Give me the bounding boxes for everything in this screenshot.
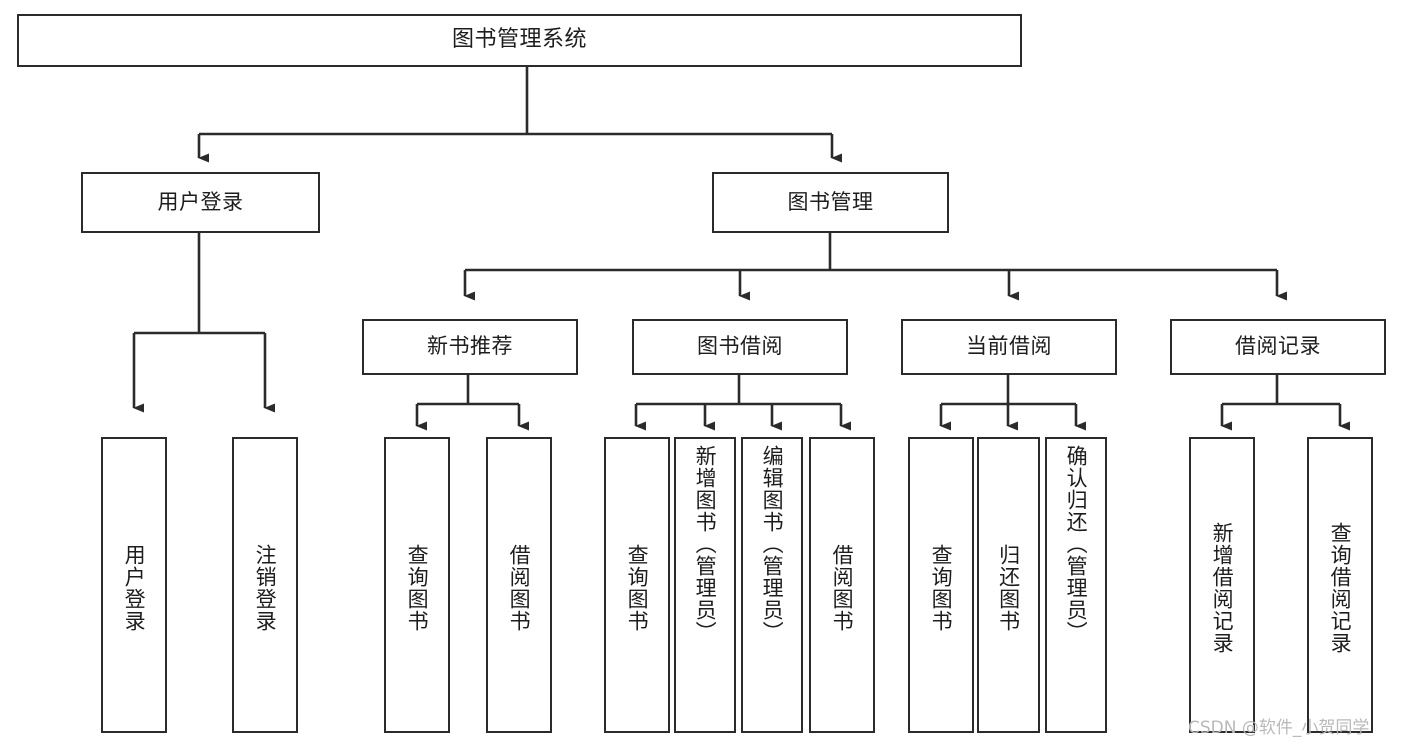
vertical-text-wrap: 查询图书 (929, 445, 953, 731)
node-leaf-return-book[interactable]: 归还图书 (977, 437, 1040, 733)
vertical-text-wrap: 用户登录 (122, 445, 146, 731)
vertical-text-wrap: 注销登录 (253, 445, 277, 731)
node-label: 查询图书 (929, 544, 954, 632)
node-borrow-record[interactable]: 借阅记录 (1170, 319, 1386, 375)
node-label: 借阅记录 (1235, 334, 1321, 359)
vertical-text-wrap: 新增图书（管理员） (693, 445, 717, 731)
node-label: 新增借阅记录 (1210, 522, 1235, 654)
node-label: 注销登录 (253, 544, 278, 632)
vertical-text-wrap: 编辑图书（管理员） (760, 445, 784, 731)
node-label: 图书管理系统 (451, 27, 587, 53)
node-leaf-add-record[interactable]: 新增借阅记录 (1189, 437, 1255, 733)
node-label: 确认归还（管理员） (1064, 445, 1089, 643)
node-leaf-query-book-2[interactable]: 查询图书 (604, 437, 670, 733)
node-label: 借阅图书 (507, 544, 532, 632)
node-leaf-edit-book[interactable]: 编辑图书（管理员） (741, 437, 803, 733)
csdn-watermark: CSDN @软件_小贺同学 (1188, 718, 1370, 738)
node-label: 编辑图书（管理员） (760, 445, 785, 643)
node-label: 查询图书 (405, 544, 430, 632)
node-leaf-query-record[interactable]: 查询借阅记录 (1307, 437, 1373, 733)
node-label: 用户登录 (157, 189, 244, 214)
vertical-text-wrap: 确认归还（管理员） (1064, 445, 1088, 731)
node-leaf-add-book[interactable]: 新增图书（管理员） (674, 437, 736, 733)
node-root-system[interactable]: 图书管理系统 (17, 14, 1022, 67)
vertical-text-wrap: 借阅图书 (830, 445, 854, 731)
vertical-text-wrap: 查询图书 (405, 445, 429, 731)
vertical-text-wrap: 归还图书 (996, 445, 1021, 731)
node-leaf-user-login[interactable]: 用户登录 (101, 437, 167, 733)
node-current-borrow[interactable]: 当前借阅 (901, 319, 1117, 375)
node-label: 借阅图书 (830, 544, 855, 632)
node-leaf-logout-login[interactable]: 注销登录 (232, 437, 298, 733)
vertical-text-wrap: 查询图书 (625, 445, 649, 731)
node-leaf-borrow-book-1[interactable]: 借阅图书 (486, 437, 552, 733)
node-label: 新书推荐 (427, 334, 513, 359)
node-label: 图书管理 (787, 189, 874, 214)
node-label: 图书借阅 (697, 334, 783, 359)
node-leaf-confirm-return[interactable]: 确认归还（管理员） (1045, 437, 1107, 733)
node-label: 用户登录 (122, 544, 147, 632)
node-leaf-query-book-3[interactable]: 查询图书 (908, 437, 974, 733)
node-book-borrow[interactable]: 图书借阅 (632, 319, 848, 375)
node-label: 查询图书 (625, 544, 650, 632)
node-leaf-query-book-1[interactable]: 查询图书 (384, 437, 450, 733)
node-new-book-recommend[interactable]: 新书推荐 (362, 319, 578, 375)
vertical-text-wrap: 新增借阅记录 (1210, 445, 1234, 731)
node-label: 新增图书（管理员） (693, 445, 718, 643)
node-user-login[interactable]: 用户登录 (81, 172, 320, 233)
node-leaf-borrow-book-2[interactable]: 借阅图书 (809, 437, 875, 733)
vertical-text-wrap: 查询借阅记录 (1328, 445, 1352, 731)
node-label: 归还图书 (996, 544, 1021, 632)
vertical-text-wrap: 借阅图书 (507, 445, 531, 731)
node-label: 查询借阅记录 (1328, 522, 1353, 654)
node-book-management[interactable]: 图书管理 (712, 172, 949, 233)
node-label: 当前借阅 (966, 334, 1052, 359)
